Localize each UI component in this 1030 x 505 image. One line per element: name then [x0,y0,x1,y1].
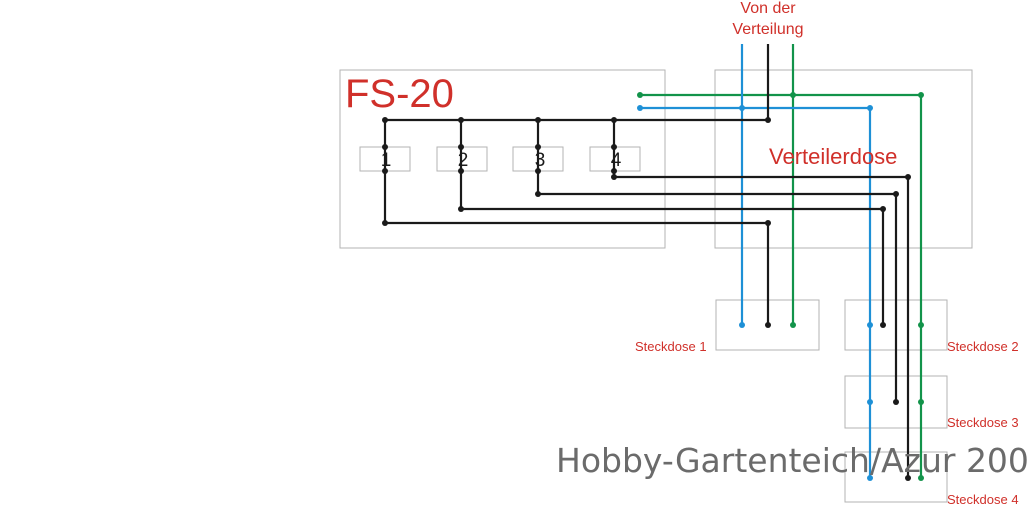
channel-2-label: 2 [458,150,469,171]
socket-4-label: Steckdose 4 [947,492,1019,505]
socket-4-box [844,451,948,503]
earth-junctions [637,92,924,481]
neutral-junctions [637,105,873,481]
socket-2-label: Steckdose 2 [947,339,1019,354]
source-label-line-2: Verteilung [732,21,803,38]
fs20-title: FS-20 [345,72,454,116]
phase-junctions [382,117,911,481]
channel-1-label: 1 [381,150,392,171]
distribution-box-label: Verteilerdose [769,144,897,169]
neutral-wires [640,44,872,478]
channel-4-label: 4 [611,150,622,171]
distribution-box [714,69,973,249]
channel-3-label: 3 [535,150,546,171]
socket-3-label: Steckdose 3 [947,415,1019,430]
socket-1-label: Steckdose 1 [635,339,707,354]
watermark-text: Hobby-Gartenteich/Azur 2008 [556,441,1030,480]
fs20-unit-box [339,69,666,249]
source-label-line-1: Von der [740,0,796,17]
